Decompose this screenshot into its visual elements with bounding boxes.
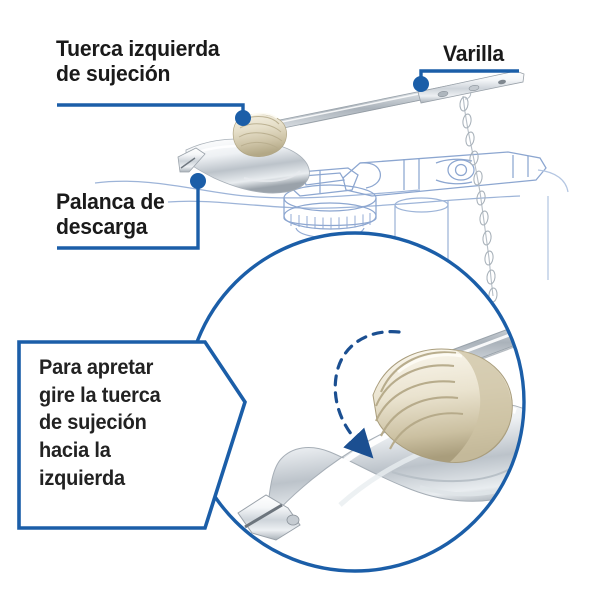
leader-dots [190, 76, 429, 189]
mounting-nut-zoom [372, 348, 513, 463]
dot-tuerca [235, 110, 251, 126]
dot-varilla [413, 76, 429, 92]
label-tuerca-izquierda-de-sujecion: Tuerca izquierda de sujeción [56, 36, 220, 87]
lift-rod-top [254, 70, 525, 134]
label-varilla: Varilla [443, 41, 505, 66]
dot-palanca [190, 173, 206, 189]
rotation-arrow-icon [333, 330, 401, 459]
label-palanca-de-descarga: Palanca de descarga [56, 189, 165, 240]
magnifier-contents [187, 234, 523, 570]
flapper-chain [457, 86, 498, 303]
callout-text: Para apretar gire la tuerca de sujeción … [39, 356, 161, 490]
callout-box [17, 340, 247, 530]
toilet-tank-lineart [94, 151, 569, 300]
leader-tuerca [57, 103, 245, 114]
leader-palanca [57, 186, 200, 250]
